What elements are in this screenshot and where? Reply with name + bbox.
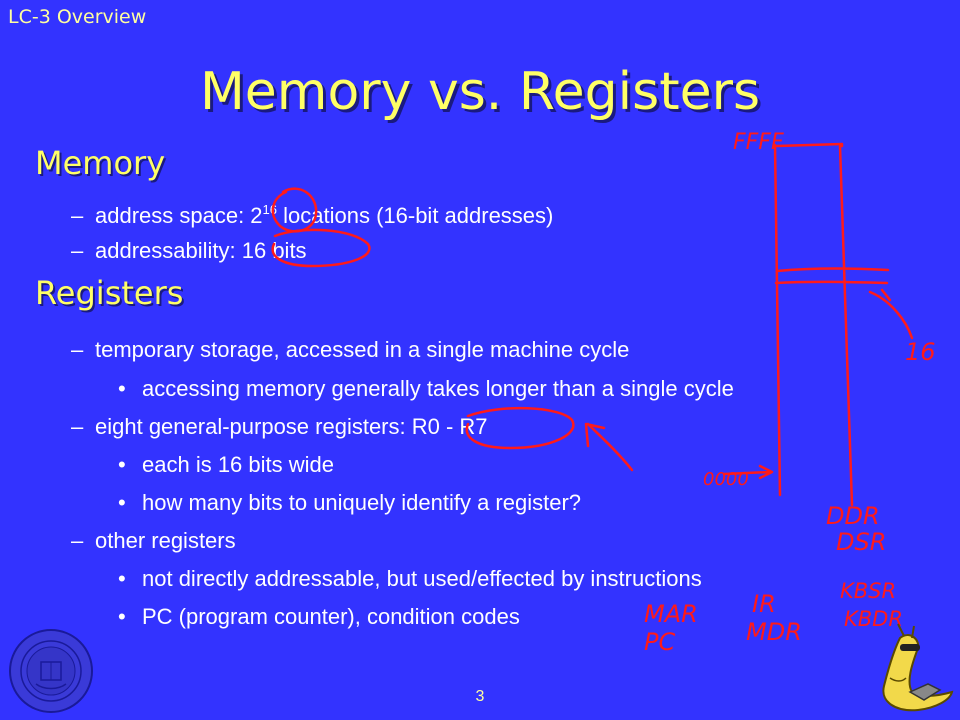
bullet-marker: • (118, 604, 126, 629)
registers-heading: Registers (35, 274, 184, 312)
registers-subitem-text: accessing memory generally takes longer … (142, 376, 734, 401)
registers-subitem: • each is 16 bits wide (118, 452, 334, 478)
ink-label-mar: MAR (644, 600, 698, 628)
ink-memory-column (773, 142, 890, 507)
ink-label-dsr: DSR (836, 528, 886, 556)
registers-item-text: temporary storage, accessed in a single … (95, 337, 630, 362)
registers-subitem: • how many bits to uniquely identify a re… (118, 490, 581, 516)
registers-item: –temporary storage, accessed in a single… (71, 337, 629, 363)
bullet-marker: • (118, 490, 126, 515)
address-space-exponent: 16 (262, 202, 278, 217)
dash-marker: – (71, 203, 84, 228)
registers-subitem: • not directly addressable, but used/effe… (118, 566, 702, 592)
bullet-marker: • (118, 376, 126, 401)
addressability-text: addressability: 16 bits (95, 238, 307, 263)
registers-item-text: eight general-purpose registers: R0 - R7 (95, 414, 488, 439)
address-space-prefix: address space: 2 (95, 203, 263, 228)
address-space-suffix: locations (16-bit addresses) (277, 203, 554, 228)
registers-subitem-text: each is 16 bits wide (142, 452, 334, 477)
dash-marker: – (71, 238, 84, 263)
registers-item: –eight general-purpose registers: R0 - R… (71, 414, 488, 440)
registers-subitem: • PC (program counter), condition codes (118, 604, 520, 630)
dash-marker: – (71, 528, 84, 553)
ink-label-ir: IR (752, 590, 776, 618)
ink-label-16: 16 (905, 338, 936, 366)
ink-arrow-bottom (722, 464, 774, 480)
ink-label-ddr: DDR (826, 502, 880, 530)
university-seal-icon (9, 629, 93, 713)
section-label: LC-3 Overview (8, 6, 147, 28)
registers-item-text: other registers (95, 528, 236, 553)
slide-title: Memory vs. Registers (199, 62, 761, 122)
registers-subitem: • accessing memory generally takes longer… (118, 376, 734, 402)
memory-item-address-space: –address space: 216 locations (16-bit ad… (71, 203, 553, 229)
ink-label-ffff: FFFF (733, 130, 784, 155)
dash-marker: – (71, 414, 84, 439)
registers-subitem-text: not directly addressable, but used/effec… (142, 566, 702, 591)
bullet-marker: • (118, 452, 126, 477)
ink-bracket (868, 288, 914, 340)
bullet-marker: • (118, 566, 126, 591)
page-number: 3 (475, 688, 485, 705)
ink-arrow (584, 422, 634, 472)
dash-marker: – (71, 337, 84, 362)
memory-heading: Memory (35, 144, 166, 182)
ink-label-0000: 0000 (703, 469, 749, 490)
memory-item-addressability: –addressability: 16 bits (71, 238, 307, 264)
registers-subitem-text: PC (program counter), condition codes (142, 604, 520, 629)
ink-label-pc: PC (644, 628, 675, 656)
registers-subitem-text: how many bits to uniquely identify a reg… (142, 490, 582, 515)
registers-item: –other registers (71, 528, 236, 554)
ink-label-kbsr: KBSR (840, 579, 896, 603)
ink-label-mdr: MDR (746, 618, 802, 646)
banana-slug-mascot-icon (882, 623, 954, 712)
